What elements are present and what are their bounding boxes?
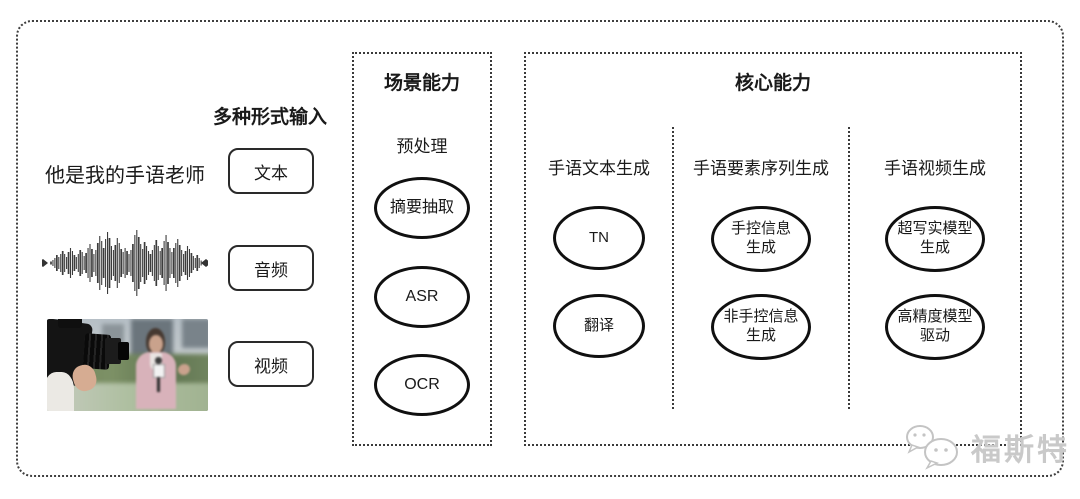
photo-microphone-flag: [153, 363, 166, 379]
node-summary-extraction: 摘要抽取: [374, 177, 470, 239]
node-ocr: OCR: [374, 354, 470, 416]
node-asr: ASR: [374, 266, 470, 328]
outer-dotted-border: [16, 20, 1064, 477]
preprocessing-label: 预处理: [396, 137, 448, 156]
news-interview-photo: [47, 319, 208, 411]
photo-camera-lens: [117, 342, 130, 361]
column-divider: [848, 127, 850, 409]
column-header: 手语视频生成: [884, 159, 986, 178]
photo-camera-lens: [104, 338, 122, 365]
node-non-manual-info-generation: 非手控信息 生成: [711, 294, 811, 360]
node-high-precision-model-driving: 高精度模型 驱动: [885, 294, 985, 360]
input-section-title: 多种形式输入: [212, 107, 327, 128]
node-tn: TN: [553, 206, 645, 270]
watermark-text: 福斯特: [971, 434, 1070, 467]
photo-camera-viewfinder: [58, 319, 83, 329]
photo-reporter-face: [149, 334, 164, 354]
column-sign-text-generation: 手语文本生成 TN 翻译: [526, 54, 672, 444]
scene-capability-panel: 场景能力 预处理 摘要抽取 ASR OCR: [352, 52, 492, 446]
column-sign-element-sequence-generation: 手语要素序列生成 手控信息 生成 非手控信息 生成: [674, 54, 848, 444]
photo-reporter: [128, 326, 196, 411]
input-type-audio-box: 音频: [228, 245, 314, 291]
sample-sentence-text: 他是我的手语老师: [45, 165, 205, 187]
column-header: 手语文本生成: [548, 159, 650, 178]
photo-microphone-head: [155, 356, 162, 365]
photo-building: [182, 319, 208, 349]
photo-microphone-handle: [157, 377, 160, 393]
node-hyperrealistic-model-generation: 超写实模型 生成: [885, 206, 985, 272]
input-type-video-box: 视频: [228, 341, 314, 387]
core-panel-title: 核心能力: [734, 73, 811, 94]
column-sign-video-generation: 手语视频生成 超写实模型 生成 高精度模型 驱动: [850, 54, 1020, 444]
scene-panel-title: 场景能力: [383, 73, 460, 94]
input-type-text-box: 文本: [228, 148, 314, 194]
photo-reporter-hand: [176, 361, 192, 377]
node-translation: 翻译: [553, 294, 645, 358]
wechat-bubbles-icon: [906, 425, 958, 470]
watermark: 福斯特: [903, 422, 1070, 472]
column-divider: [672, 127, 674, 409]
audio-waveform-icon: [42, 230, 208, 296]
photo-photographer-sleeve: [47, 372, 75, 411]
core-capability-panel: 核心能力 手语文本生成 TN 翻译 手语要素序列生成 手控信息 生成 非手控信息…: [524, 52, 1022, 446]
column-header: 手语要素序列生成: [693, 159, 829, 178]
node-manual-info-generation: 手控信息 生成: [711, 206, 811, 272]
